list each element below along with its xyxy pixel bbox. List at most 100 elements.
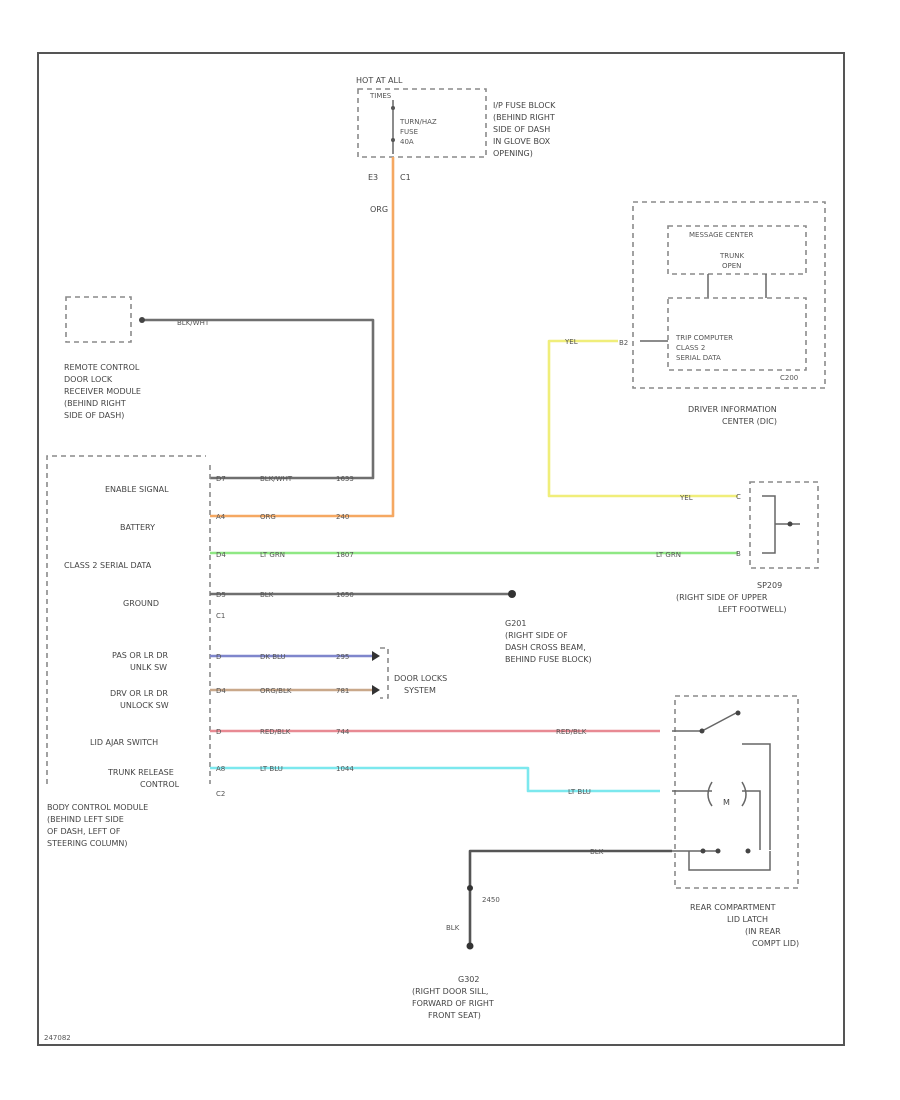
bcm-desc-3: STEERING COLUMN) bbox=[47, 839, 128, 848]
remote-desc-3: (BEHIND RIGHT bbox=[64, 399, 126, 408]
wire-battery-orange bbox=[210, 157, 395, 518]
row-0-color: BLK/WHT bbox=[260, 475, 293, 483]
fuse-terminal-top bbox=[391, 106, 395, 110]
motor-return bbox=[742, 790, 761, 850]
g201-desc-2: DASH CROSS BEAM, bbox=[505, 643, 586, 652]
bcm-row-4-label: PAS OR LR DR bbox=[112, 651, 169, 660]
bcm-row-2-label: CLASS 2 SERIAL DATA bbox=[64, 561, 152, 570]
latch-desc-1: LID LATCH bbox=[727, 915, 768, 924]
row-6-circuit: 744 bbox=[336, 728, 350, 736]
times-label: TIMES bbox=[369, 92, 392, 100]
door-locks-bracket bbox=[380, 647, 389, 699]
row-4-color: DK BLU bbox=[260, 653, 286, 661]
bcm-row-7-label: TRUNK RELEASE bbox=[107, 768, 174, 777]
g302-wire-label: BLK bbox=[590, 848, 604, 856]
g302-inline-dot bbox=[467, 885, 473, 891]
bcm-row-5-label: DRV OR LR DR bbox=[110, 689, 168, 698]
bcm-row-6-label: LID AJAR SWITCH bbox=[90, 738, 158, 747]
diagram-frame bbox=[37, 52, 845, 1046]
ground-contact-1 bbox=[700, 848, 706, 854]
door-locks: DOOR LOCKS SYSTEM bbox=[372, 647, 447, 699]
fuse-block-desc-1: (BEHIND RIGHT bbox=[493, 113, 555, 122]
trunk-open-label-1: TRUNK bbox=[719, 252, 744, 260]
latch-desc-2: (IN REAR bbox=[745, 927, 781, 936]
row-1-circuit: 240 bbox=[336, 513, 349, 521]
row-0-pin: D7 bbox=[216, 475, 226, 483]
rear-latch-outline bbox=[674, 695, 799, 889]
dic-desc-0: DRIVER INFORMATION bbox=[688, 405, 777, 414]
latch-desc-3: COMPT LID) bbox=[752, 939, 799, 948]
g201-desc-0: G201 bbox=[505, 619, 526, 628]
bcm-row-7-label2: CONTROL bbox=[140, 780, 180, 789]
row-2-color: LT GRN bbox=[260, 551, 285, 559]
g201-desc-3: BEHIND FUSE BLOCK) bbox=[505, 655, 592, 664]
row-7-pin: A8 bbox=[216, 765, 225, 773]
dic: MESSAGE CENTER TRUNK OPEN TRIP COMPUTER … bbox=[619, 201, 826, 426]
trip-computer-label-1: TRIP COMPUTER bbox=[675, 334, 733, 342]
splice-yel-label: YEL bbox=[679, 494, 693, 502]
bcm-desc-0: BODY CONTROL MODULE bbox=[47, 803, 148, 812]
g201-desc-1: (RIGHT SIDE OF bbox=[505, 631, 568, 640]
trip-computer-label-2: CLASS 2 bbox=[676, 344, 705, 352]
row-5-color: ORG/BLK bbox=[260, 687, 292, 695]
g201-ground-dot bbox=[508, 590, 516, 598]
motor-label: M bbox=[723, 798, 730, 807]
lid-ajar-switch bbox=[672, 712, 737, 732]
trip-computer-box bbox=[667, 297, 807, 371]
g302-desc-3: FRONT SEAT) bbox=[428, 1011, 481, 1020]
bcm-row-3-label: GROUND bbox=[123, 599, 159, 608]
rear-latch: M REAR COMPARTMENT LID LATCH (IN REAR CO… bbox=[672, 695, 799, 948]
fuse-block: HOT AT ALL TIMES TURN/HAZ FUSE 40A I/P F… bbox=[356, 76, 556, 214]
g302-desc: G302 (RIGHT DOOR SILL, FORWARD OF RIGHT … bbox=[412, 975, 494, 1020]
door-locks-arrow-2 bbox=[372, 685, 380, 695]
remote-terminal bbox=[139, 317, 145, 323]
dic-wire-color: YEL bbox=[564, 338, 578, 346]
remote-wire-label: BLK/WHT bbox=[177, 319, 210, 327]
dic-pin: B2 bbox=[619, 339, 628, 347]
footer-code: 247082 bbox=[44, 1034, 71, 1042]
row-5-pin: D4 bbox=[216, 687, 226, 695]
remote-desc-2: RECEIVER MODULE bbox=[64, 387, 141, 396]
ground-contact-3 bbox=[745, 848, 751, 854]
wire-yellow bbox=[547, 339, 738, 498]
g302-desc-2: FORWARD OF RIGHT bbox=[412, 999, 494, 1008]
row-6-color: RED/BLK bbox=[260, 728, 291, 736]
row-7-color: LT BLU bbox=[260, 765, 283, 773]
lid-ajar-contact-2 bbox=[735, 710, 741, 716]
g201: G201 (RIGHT SIDE OF DASH CROSS BEAM, BEH… bbox=[505, 619, 592, 664]
splice-desc-0: SP209 bbox=[757, 581, 782, 590]
message-center-label: MESSAGE CENTER bbox=[689, 231, 753, 239]
bcm-connector-c2: C2 bbox=[216, 790, 225, 798]
fuse-block-desc-0: I/P FUSE BLOCK bbox=[493, 101, 556, 110]
bcm-desc-2: OF DASH, LEFT OF bbox=[47, 827, 121, 836]
g302-circuit: 2450 bbox=[482, 896, 500, 904]
bcm-row-1-label: BATTERY bbox=[120, 523, 155, 532]
bcm-outline bbox=[46, 455, 206, 784]
remote-desc-4: SIDE OF DASH) bbox=[64, 411, 124, 420]
row-0-circuit: 1633 bbox=[336, 475, 354, 483]
bcm-row-0-label: ENABLE SIGNAL bbox=[105, 485, 169, 494]
latch-blu-label: LT BLU bbox=[568, 788, 591, 796]
dic-desc-1: CENTER (DIC) bbox=[722, 417, 777, 426]
wire-trunk-release bbox=[210, 766, 660, 793]
fuse-block-desc-3: IN GLOVE BOX bbox=[493, 137, 551, 146]
bcm: ENABLE SIGNAL BATTERY CLASS 2 SERIAL DAT… bbox=[46, 455, 225, 848]
pin-c1: C1 bbox=[400, 173, 411, 182]
splice-grn-label: LT GRN bbox=[656, 551, 681, 559]
wire-ground-g302 bbox=[468, 849, 672, 945]
trip-computer-label-3: SERIAL DATA bbox=[676, 354, 721, 362]
bcm-row-4-label2: UNLK SW bbox=[130, 663, 167, 672]
fuse-terminal-bottom bbox=[391, 138, 395, 142]
fuse-block-desc-4: OPENING) bbox=[493, 149, 533, 158]
fuse-label-1: TURN/HAZ bbox=[399, 118, 437, 126]
pin-e3: E3 bbox=[368, 173, 378, 182]
splice-pin-yel: C bbox=[736, 493, 741, 501]
row-4-pin: D bbox=[216, 653, 221, 661]
row-3-color: BLK bbox=[260, 591, 274, 599]
row-4-circuit: 295 bbox=[336, 653, 349, 661]
remote-module: BLK/WHT REMOTE CONTROL DOOR LOCK RECEIVE… bbox=[64, 296, 210, 420]
lid-ajar-contact bbox=[699, 728, 705, 734]
fuse-wire-color: ORG bbox=[370, 205, 388, 214]
